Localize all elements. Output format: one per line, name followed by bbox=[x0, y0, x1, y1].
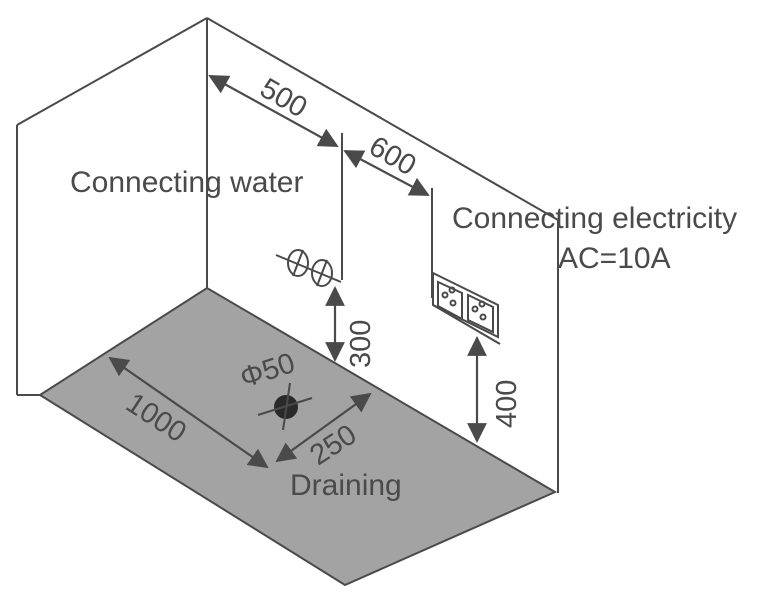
dim-line-1000 bbox=[108, 356, 269, 469]
label-draining: Draining bbox=[290, 469, 402, 502]
label-connecting-water: Connecting water bbox=[70, 166, 303, 199]
drain bbox=[257, 382, 313, 431]
dim-line-250 bbox=[275, 392, 372, 463]
dim-line-500 bbox=[208, 75, 339, 147]
water-valves bbox=[275, 249, 342, 287]
dim-600: 600 bbox=[364, 130, 422, 182]
dim-500: 500 bbox=[255, 72, 313, 124]
walls bbox=[16, 17, 559, 493]
dim-400: 400 bbox=[491, 380, 523, 428]
label-connecting-electricity: Connecting electricity bbox=[452, 202, 737, 235]
dim-300: 300 bbox=[345, 320, 377, 368]
dimension-lines bbox=[108, 75, 487, 469]
label-ac-current: AC=10A bbox=[558, 242, 671, 275]
double-socket bbox=[432, 271, 501, 345]
dim-line-600 bbox=[343, 150, 430, 196]
